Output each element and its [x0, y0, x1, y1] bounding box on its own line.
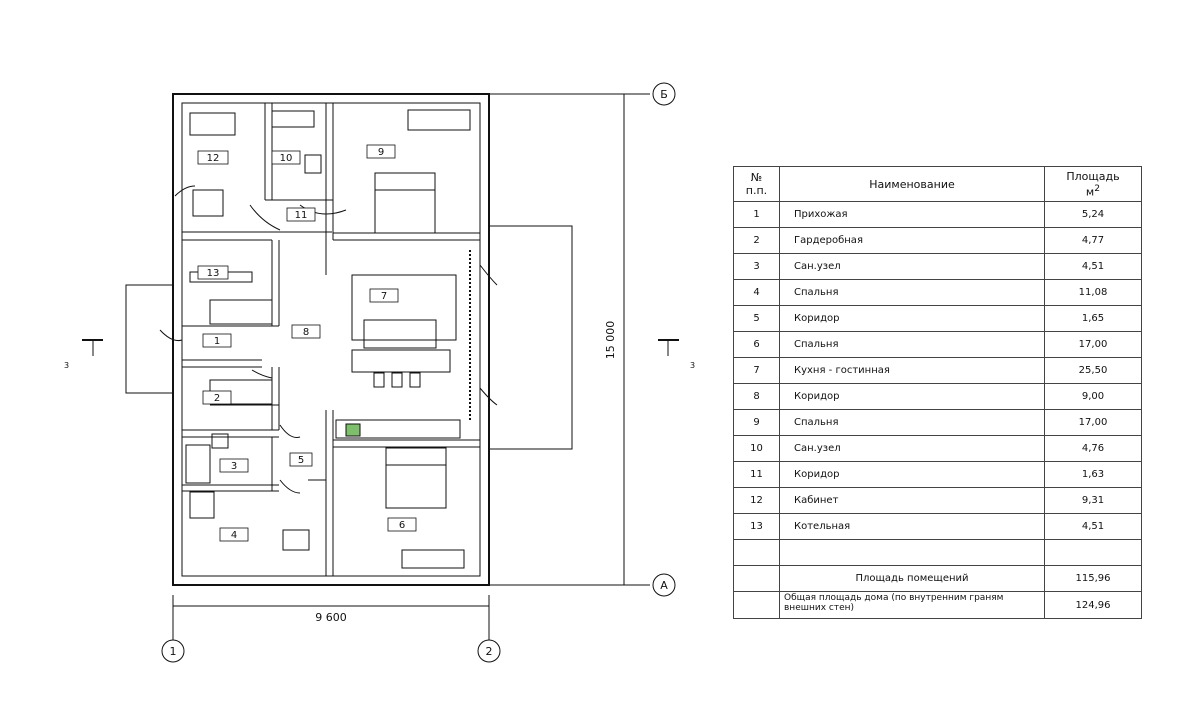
row-area: 17,00 [1044, 331, 1142, 358]
row-name: Гардеробная [779, 227, 1045, 254]
row-number: 4 [733, 279, 780, 306]
row-number: 1 [733, 201, 780, 228]
height-dimension: 15 000 [604, 321, 617, 360]
row-name: Спальня [779, 279, 1045, 306]
row-area: 9,31 [1044, 487, 1142, 514]
row-name: Прихожая [779, 201, 1045, 228]
room-6-label: 6 [399, 520, 405, 531]
room-7-label: 7 [381, 291, 387, 302]
axis-a-circle [652, 573, 676, 597]
outer-wall-inner [181, 102, 481, 577]
floor-plan: 12 10 11 9 13 1 8 7 2 3 5 4 6 9 600 15 0… [64, 82, 695, 663]
axis-1-label: 1 [170, 645, 177, 658]
row-area: 4,77 [1044, 227, 1142, 254]
table-row-total-house: Общая площадь дома (по внутренним граням… [733, 591, 1142, 619]
row-name: Кухня - гостинная [779, 357, 1045, 384]
width-dimension: 9 600 [315, 611, 347, 624]
room-11-label: 11 [295, 210, 308, 221]
row-number: 8 [733, 383, 780, 410]
row-area: 17,00 [1044, 409, 1142, 436]
row-name: Спальня [779, 409, 1045, 436]
row-area: 4,51 [1044, 513, 1142, 540]
row-number: 7 [733, 357, 780, 384]
row-name: Коридор [779, 305, 1045, 332]
row-number: 13 [733, 513, 780, 540]
row-area: 4,76 [1044, 435, 1142, 462]
total-rooms-label: Площадь помещений [779, 565, 1045, 592]
room-5-label: 5 [298, 455, 304, 466]
row-name: Спальня [779, 331, 1045, 358]
room-9-label: 9 [378, 147, 384, 158]
room-3-label: 3 [231, 461, 237, 472]
table-row-blank [733, 539, 1142, 566]
table-row-total-rooms: Площадь помещений 115,96 [733, 565, 1142, 592]
row-area: 5,24 [1044, 201, 1142, 228]
row-number: 5 [733, 305, 780, 332]
row-name: Сан.узел [779, 253, 1045, 280]
terrace-left [125, 284, 174, 394]
row-area: 4,51 [1044, 253, 1142, 280]
room-13-label: 13 [207, 268, 220, 279]
axis-b-circle [652, 82, 676, 106]
row-area: 9,00 [1044, 383, 1142, 410]
axis-b-label: Б [660, 88, 668, 101]
row-name: Котельная [779, 513, 1045, 540]
row-name: Коридор [779, 461, 1045, 488]
total-rooms-value: 115,96 [1044, 565, 1142, 592]
total-house-label: Общая площадь дома (по внутренним граням… [779, 591, 1045, 619]
room-8-label: 8 [303, 327, 309, 338]
room-4-label: 4 [231, 530, 237, 541]
axis-1-circle [161, 639, 185, 663]
row-number: 10 [733, 435, 780, 462]
section-mark-left: 3 [64, 361, 69, 370]
row-area: 1,65 [1044, 305, 1142, 332]
axis-a-label: А [660, 579, 668, 592]
room-12-label: 12 [207, 153, 220, 164]
terrace-right [488, 225, 573, 450]
room-1-label: 1 [214, 336, 220, 347]
row-number: 9 [733, 409, 780, 436]
row-area: 11,08 [1044, 279, 1142, 306]
room-2-label: 2 [214, 393, 220, 404]
row-area: 1,63 [1044, 461, 1142, 488]
row-number: 12 [733, 487, 780, 514]
row-name: Сан.узел [779, 435, 1045, 462]
header-name: Наименование [779, 166, 1045, 202]
row-number: 2 [733, 227, 780, 254]
row-name: Коридор [779, 383, 1045, 410]
row-number: 3 [733, 253, 780, 280]
row-area: 25,50 [1044, 357, 1142, 384]
row-number: 11 [733, 461, 780, 488]
axis-2-circle [477, 639, 501, 663]
row-number: 6 [733, 331, 780, 358]
total-house-value: 124,96 [1044, 591, 1142, 619]
section-mark-right: 3 [690, 361, 695, 370]
axis-2-label: 2 [486, 645, 493, 658]
room-10-label: 10 [280, 153, 293, 164]
row-name: Кабинет [779, 487, 1045, 514]
